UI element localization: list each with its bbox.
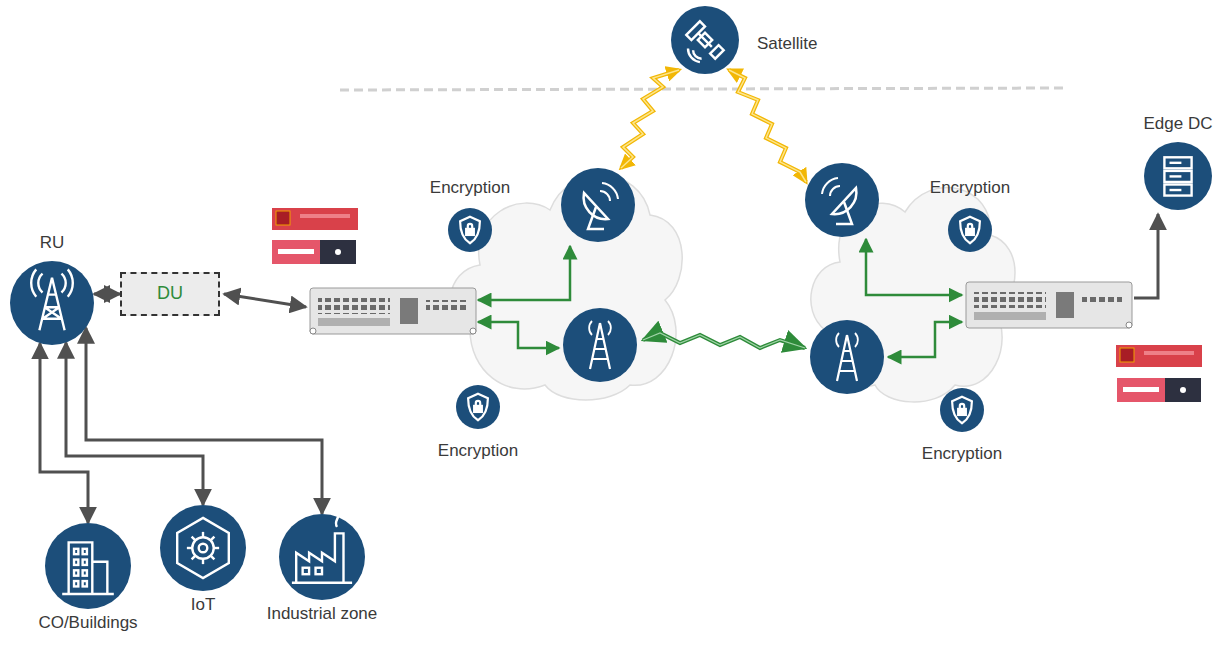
node-label: Encryption — [438, 441, 518, 461]
network-switch — [310, 288, 476, 334]
node-circle — [160, 505, 246, 591]
satellite-link — [621, 70, 679, 168]
box-label: DU — [157, 283, 183, 305]
dc-switch-link — [1134, 214, 1158, 298]
network-switch — [966, 282, 1132, 328]
icon-circle-node: RU — [10, 233, 94, 345]
node-circle — [456, 385, 500, 429]
node-label: Encryption — [430, 178, 510, 198]
node-label: Encryption — [930, 178, 1010, 198]
icon-circle-node: Encryption — [922, 388, 1002, 464]
switch-link — [888, 322, 962, 357]
node-label: RU — [40, 233, 65, 253]
satellite-link — [621, 70, 679, 168]
dish-antenna — [805, 163, 879, 237]
icon-circle-node: Industrial zone — [267, 514, 378, 624]
node-circle — [671, 6, 739, 74]
connector-arrow — [40, 343, 88, 523]
node-label: Satellite — [757, 34, 817, 54]
icon-circle-node: Encryption — [930, 178, 1010, 252]
node-circle — [448, 208, 492, 252]
accelerator-card — [272, 208, 358, 264]
du-switch-link — [224, 294, 306, 307]
switch-link — [866, 239, 962, 295]
dashed-box: DU — [120, 272, 220, 316]
node-circle — [45, 523, 131, 609]
accelerator-card — [1116, 345, 1202, 402]
node-label: Edge DC — [1144, 114, 1213, 134]
node-circle — [1144, 142, 1212, 210]
radio-link — [643, 333, 805, 348]
node-label: CO/Buildings — [38, 613, 137, 633]
radio-link — [643, 333, 805, 348]
dish-antenna — [561, 168, 635, 242]
radio-tower — [810, 320, 884, 394]
node-circle — [10, 261, 94, 345]
satellite-link — [729, 70, 806, 182]
node-circle — [940, 388, 984, 432]
icon-circle-node: IoT — [160, 505, 246, 615]
switch-link — [478, 246, 570, 300]
icon-circle-node: Satellite — [671, 6, 817, 74]
node-circle — [948, 208, 992, 252]
radio-tower — [563, 308, 637, 382]
node-circle — [279, 514, 365, 600]
icon-circle-node: Encryption — [430, 178, 510, 252]
connector-arrow — [86, 328, 322, 514]
node-label: Encryption — [922, 444, 1002, 464]
icon-circle-node: Edge DC — [1144, 114, 1213, 210]
icon-circle-node: CO/Buildings — [38, 523, 137, 633]
node-label: IoT — [191, 595, 216, 615]
satellite-link — [729, 70, 806, 182]
node-label: Industrial zone — [267, 604, 378, 624]
connector-arrow — [94, 293, 120, 296]
icon-circle-node: Encryption — [438, 385, 518, 461]
switch-link — [478, 322, 559, 348]
horizon-line — [340, 88, 1065, 90]
